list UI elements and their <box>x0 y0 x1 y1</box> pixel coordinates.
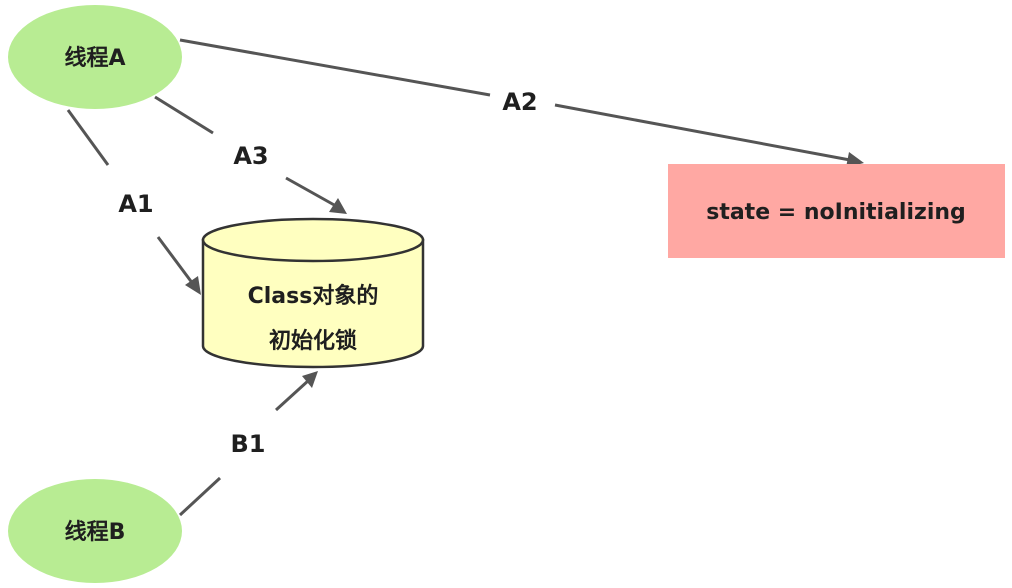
edge-a1-label: A1 <box>118 190 153 218</box>
state-box-label: state = noInitializing <box>706 200 966 225</box>
thread-b-label: 线程B <box>65 519 126 545</box>
init-lock-label-line-1: Class对象的 <box>248 283 379 309</box>
node-thread-b: 线程B <box>8 479 182 583</box>
edge-a2-arrowhead <box>846 152 864 168</box>
node-init-lock: Class对象的 初始化锁 <box>201 217 425 369</box>
edge-a1: A1 <box>66 109 201 295</box>
edge-a3-segment-1 <box>154 95 214 135</box>
edge-b1-label: B1 <box>231 430 266 458</box>
init-lock-cylinder-body <box>201 238 425 369</box>
edge-a1-segment-1 <box>66 109 110 166</box>
edge-a2-segment-2 <box>554 103 851 162</box>
edge-a1-arrowhead <box>185 276 201 295</box>
edge-a2-label: A2 <box>502 88 537 116</box>
state-box-rect <box>668 164 1005 258</box>
edge-a2-segment-1 <box>179 38 491 97</box>
init-lock-label-line-2: 初始化锁 <box>269 328 357 354</box>
thread-a-label: 线程A <box>64 45 125 71</box>
node-thread-a: 线程A <box>8 5 182 109</box>
edge-a3: A3 <box>154 95 347 214</box>
edge-b1: B1 <box>178 371 318 517</box>
edge-a1-segment-2 <box>156 236 195 285</box>
thread-a-ellipse <box>8 5 182 109</box>
edge-a3-arrowhead <box>329 198 347 214</box>
edge-b1-segment-1 <box>178 476 222 517</box>
edge-b1-segment-2 <box>274 378 311 412</box>
edge-a3-segment-2 <box>285 176 337 208</box>
edge-a2: A2 <box>179 38 864 168</box>
edge-b1-arrowhead <box>302 371 318 388</box>
node-state-box: state = noInitializing <box>668 164 1005 258</box>
edge-a3-label: A3 <box>233 142 268 170</box>
thread-b-ellipse <box>8 479 182 583</box>
init-lock-cylinder-top <box>201 217 425 263</box>
